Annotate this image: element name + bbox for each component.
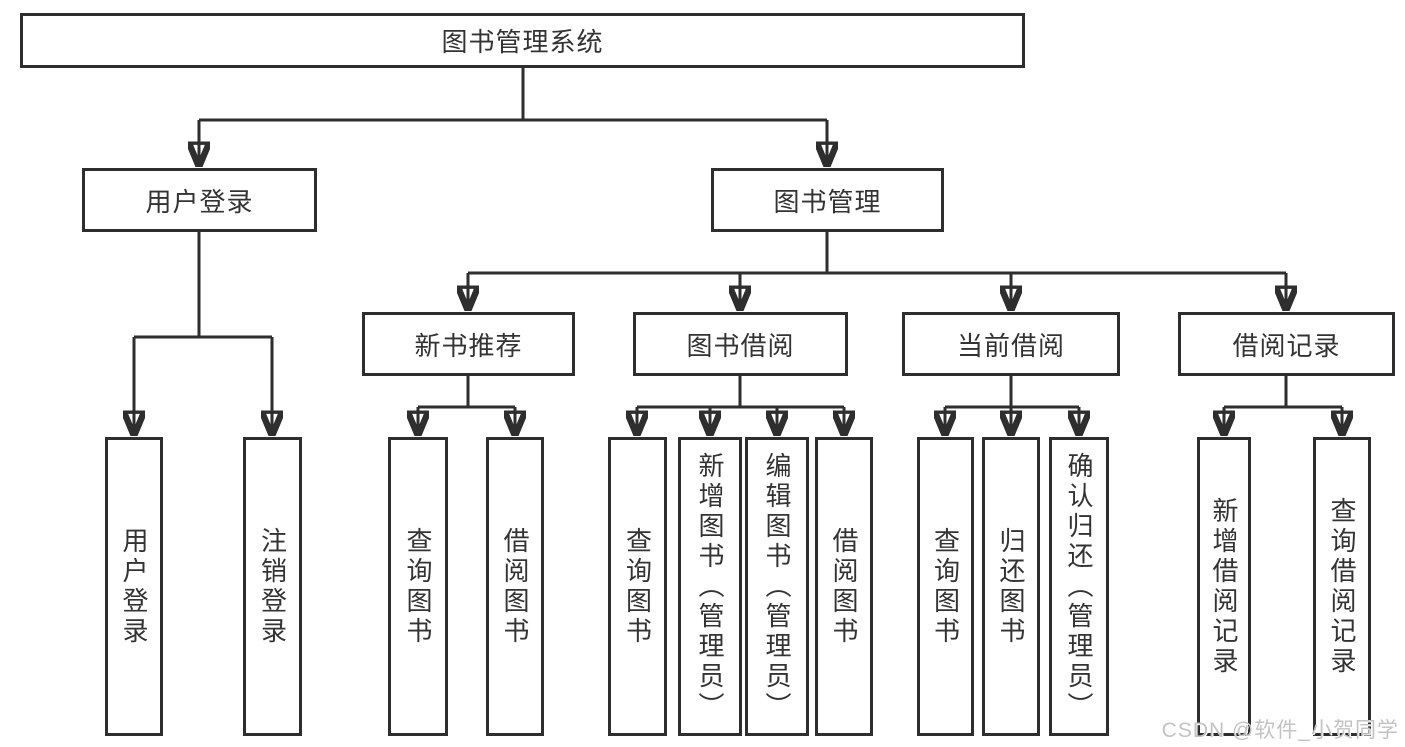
connector-bookmgmt-to-level3: [468, 232, 1286, 275]
leaf-user-login: 用户登录: [105, 437, 163, 736]
node-current-borrowing-label: 当前借阅: [956, 330, 1065, 361]
leaf-logout: 注销登录: [243, 437, 302, 736]
leaf-bb-query-books: 查询图书: [608, 437, 667, 736]
node-user-login: 用户登录: [82, 168, 317, 232]
node-borrowing-records-label: 借阅记录: [1232, 330, 1341, 361]
node-new-book-recommendation-label: 新书推荐: [414, 330, 523, 361]
leaf-user-login-label: 用户登录: [119, 526, 149, 647]
connector-currentborrow-children: [945, 375, 1079, 409]
leaf-cb-query-books-label: 查询图书: [930, 526, 961, 647]
node-book-borrowing-label: 图书借阅: [686, 330, 795, 361]
leaf-bb-query-books-label: 查询图书: [622, 526, 653, 647]
leaf-cb-confirm-return-admin: 确认归还（管理员）: [1049, 437, 1109, 736]
leaf-nbr-query-books: 查询图书: [388, 437, 448, 736]
connector-root-to-level2: [199, 68, 827, 122]
node-current-borrowing: 当前借阅: [902, 312, 1120, 376]
node-book-management-label: 图书管理: [773, 186, 882, 217]
leaf-bb-edit-books-admin-label: 编辑图书（管理员）: [762, 451, 792, 722]
leaf-br-add-borrow-record-label: 新增借阅记录: [1209, 496, 1239, 677]
connector-bookborrow-children: [637, 375, 844, 409]
node-book-management: 图书管理: [711, 168, 944, 232]
node-new-book-recommendation: 新书推荐: [362, 312, 575, 376]
leaf-logout-label: 注销登录: [257, 526, 288, 647]
leaf-br-query-borrow-record: 查询借阅记录: [1313, 437, 1371, 736]
connector-userlogin-children: [134, 232, 272, 339]
leaf-cb-return-books: 归还图书: [982, 437, 1040, 736]
leaf-nbr-borrow-books-label: 借阅图书: [500, 526, 530, 647]
connector-borrowrecords-children: [1224, 375, 1342, 409]
node-book-borrowing: 图书借阅: [633, 312, 848, 376]
leaf-bb-borrow-books-label: 借阅图书: [829, 526, 859, 647]
watermark: CSDN @软件_小贺同学: [1161, 719, 1399, 742]
leaf-nbr-borrow-books: 借阅图书: [486, 437, 544, 736]
node-user-login-label: 用户登录: [145, 186, 254, 217]
leaf-bb-add-books-admin: 新增图书（管理员）: [678, 437, 742, 736]
leaf-bb-add-books-admin-label: 新增图书（管理员）: [695, 451, 725, 722]
leaf-br-add-borrow-record: 新增借阅记录: [1197, 437, 1251, 736]
connector-newbook-children: [418, 375, 515, 409]
leaf-bb-edit-books-admin: 编辑图书（管理员）: [745, 437, 809, 736]
leaf-cb-return-books-label: 归还图书: [996, 526, 1026, 647]
node-borrowing-records: 借阅记录: [1178, 312, 1395, 376]
leaf-bb-borrow-books: 借阅图书: [815, 437, 873, 736]
leaf-nbr-query-books-label: 查询图书: [403, 526, 433, 647]
leaf-br-query-borrow-record-label: 查询借阅记录: [1327, 496, 1357, 677]
node-library-system: 图书管理系统: [20, 13, 1025, 68]
node-library-system-label: 图书管理系统: [441, 27, 604, 57]
leaf-cb-confirm-return-admin-label: 确认归还（管理员）: [1064, 451, 1094, 722]
leaf-cb-query-books: 查询图书: [917, 437, 974, 736]
